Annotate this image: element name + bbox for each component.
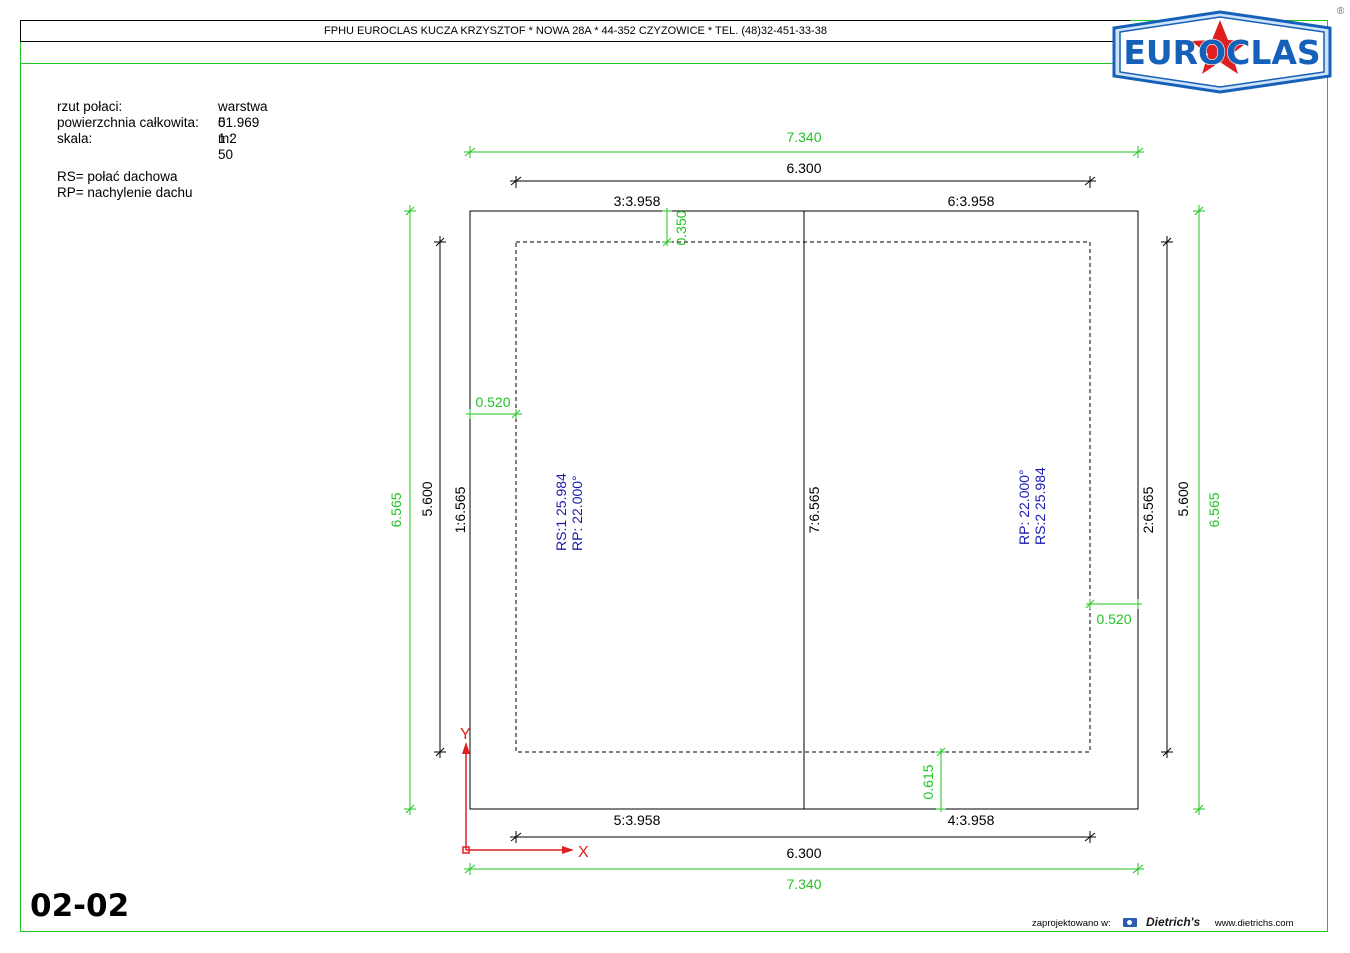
dim-overhang-bottom-label: 0.615 [920, 764, 936, 799]
dim-bottom-overall [464, 863, 1144, 875]
logo-text: EUROCLAS [1123, 33, 1320, 72]
x-arrow-icon [562, 846, 574, 854]
dim-bottom-inner-label: 6.300 [786, 845, 821, 861]
legend-rs: RS= połać dachowa [57, 169, 178, 184]
x-axis-label: X [578, 844, 589, 861]
info-label: powierzchnia całkowita: [57, 115, 199, 130]
footer-designed: zaprojektowano w: [1032, 918, 1111, 929]
edge-label-right: 2:6.565 [1140, 486, 1156, 533]
dim-top-inner [510, 176, 1096, 188]
dim-overhang-right [1085, 599, 1142, 609]
y-arrow-icon [462, 742, 470, 754]
slope-2-rp: RP: 22.000° [1016, 469, 1032, 545]
legend-rp: RP= nachylenie dachu [57, 185, 193, 200]
info-value: 51.969 m2 [218, 115, 260, 146]
dim-overhang-top-label: 0.350 [673, 210, 689, 245]
dim-overhang-top [662, 208, 672, 247]
dim-left-inner [434, 236, 446, 758]
info-value: 1 : 50 [218, 131, 234, 162]
dim-overhang-bottom [936, 747, 946, 812]
header-divider [20, 63, 1328, 64]
dim-right-overall [1193, 205, 1205, 815]
edge-label-middle: 7:6.565 [806, 486, 822, 533]
info-block: rzut połaci: warstwa 0 powierzchnia całk… [57, 99, 268, 162]
dim-right-inner [1161, 236, 1173, 758]
dim-left-overall-label: 6.565 [388, 492, 404, 527]
dim-bottom-inner [510, 831, 1096, 843]
footer: zaprojektowano w: Dietrich's www.dietric… [1032, 915, 1294, 929]
info-row: rzut połaci: warstwa 0 [57, 99, 268, 130]
dim-top-overall [464, 146, 1144, 158]
dim-overhang-left [466, 409, 522, 419]
company-line: FPHU EUROCLAS KUCZA KRZYSZTOF * NOWA 28A… [324, 25, 827, 37]
dim-top-inner-label: 6.300 [786, 160, 821, 176]
slope-1-rs: RS:1 25.984 [553, 473, 569, 551]
legend-block: RS= połać dachowa RP= nachylenie dachu [57, 169, 192, 201]
dim-bottom-overall-label: 7.340 [786, 876, 821, 892]
slope-2-rs: RS:2 25.984 [1032, 467, 1048, 545]
info-label: rzut połaci: [57, 99, 123, 114]
edge-label-top-right: 6:3.958 [948, 193, 995, 209]
edge-label-bottom-right: 4:3.958 [948, 812, 995, 828]
registered-mark: ® [1337, 6, 1345, 17]
dim-left-overall [404, 205, 416, 815]
edge-label-left: 1:6.565 [452, 486, 468, 533]
info-label: skala: [57, 131, 93, 146]
edge-label-top-left: 3:3.958 [614, 193, 661, 209]
footer-url[interactable]: www.dietrichs.com [1214, 918, 1294, 929]
y-axis-label: Y [460, 726, 471, 743]
header-bar: FPHU EUROCLAS KUCZA KRZYSZTOF * NOWA 28A… [20, 20, 1130, 42]
dim-left-inner-label: 5.600 [419, 481, 435, 516]
slope-1-rp: RP: 22.000° [569, 475, 585, 551]
dim-overhang-left-label: 0.520 [475, 394, 510, 410]
footer-brand: Dietrich's [1145, 915, 1201, 929]
info-value: warstwa 0 [218, 99, 268, 130]
sheet-number: 02-02 [30, 888, 130, 924]
edge-label-bottom-left: 5:3.958 [614, 812, 661, 828]
xy-axes [462, 748, 568, 854]
dim-top-overall-label: 7.340 [786, 129, 821, 145]
dim-overhang-right-label: 0.520 [1096, 611, 1131, 627]
dietrichs-logo-icon [1123, 918, 1138, 927]
wall-outline [515, 241, 1091, 753]
euroclas-logo: EUROCLAS [1112, 10, 1332, 94]
dim-right-overall-label: 6.565 [1206, 492, 1222, 527]
info-row: skala: 1 : 50 [57, 131, 233, 162]
info-row: powierzchnia całkowita: 51.969 m2 [57, 115, 259, 146]
dim-right-inner-label: 5.600 [1175, 481, 1191, 516]
